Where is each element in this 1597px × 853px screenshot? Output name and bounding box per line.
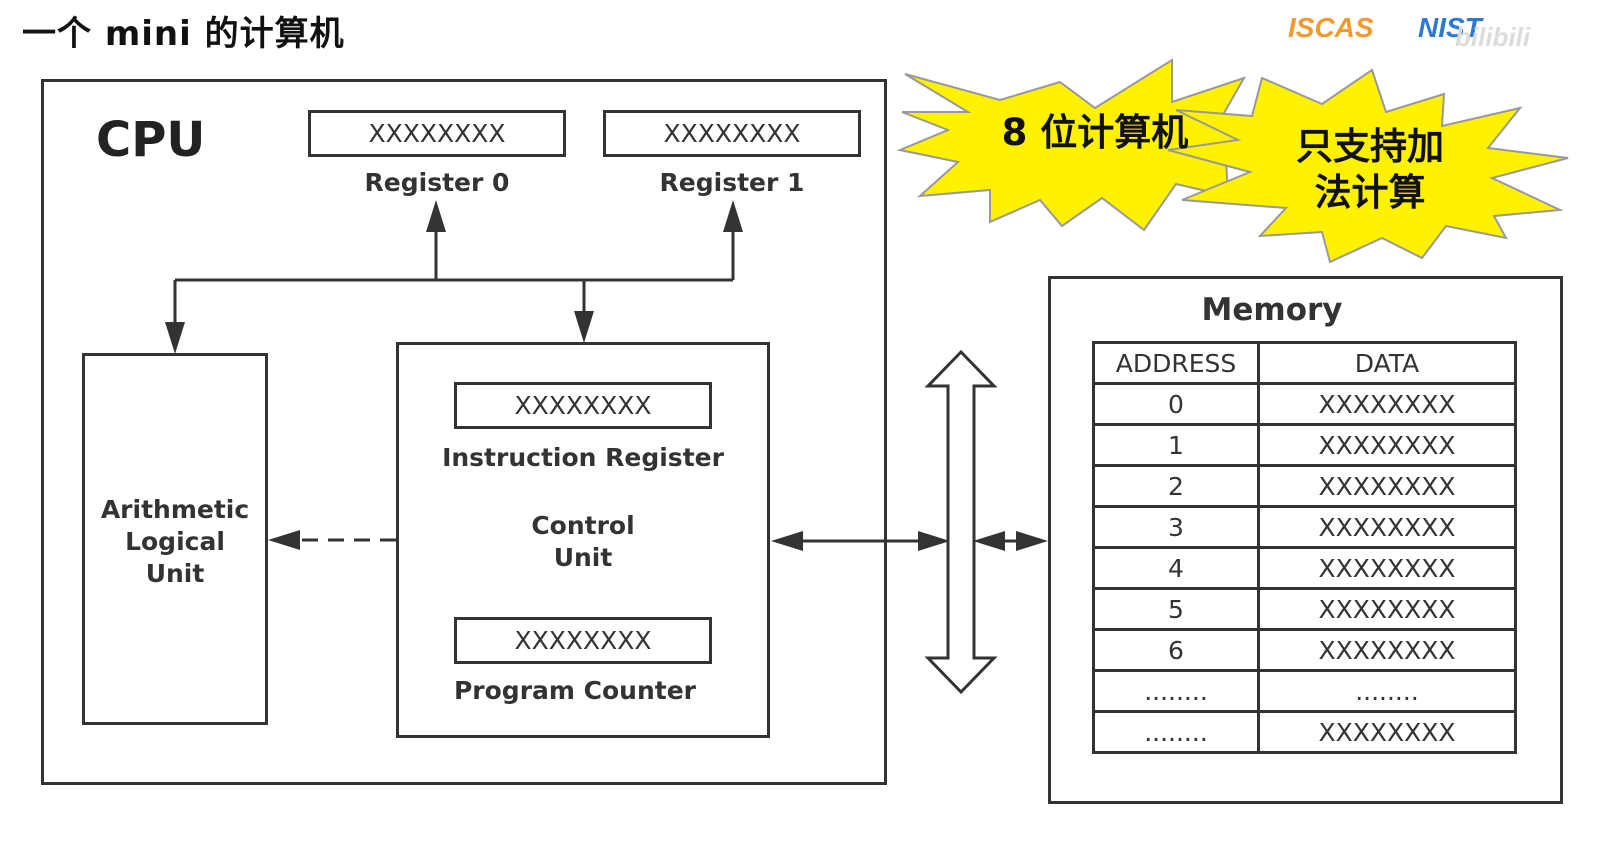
starburst-8-bit xyxy=(896,58,1263,232)
address-cell: 6 xyxy=(1092,628,1260,672)
data-cell: XXXXXXXX xyxy=(1257,546,1517,590)
data-cell: XXXXXXXX xyxy=(1257,382,1517,426)
iscas-logo: ISCAS xyxy=(1288,12,1374,43)
instruction-register-box: XXXXXXXX xyxy=(454,382,712,429)
burst-addition-text: 只支持加 法计算 xyxy=(1270,124,1470,216)
arrowhead-dashed-alu xyxy=(268,530,300,550)
table-row: ................ xyxy=(1092,669,1517,713)
arrowhead-bus-left xyxy=(918,531,950,551)
alu-line-1: Arithmetic xyxy=(100,495,250,524)
arrowhead-alu xyxy=(165,322,185,354)
memory-title: Memory xyxy=(1201,292,1343,328)
arrowhead-cu-left xyxy=(771,531,803,551)
address-cell: 2 xyxy=(1092,464,1260,508)
arrowhead-control-unit xyxy=(574,311,594,343)
arrowhead-register-0 xyxy=(426,200,446,232)
program-counter-label: Program Counter xyxy=(453,676,697,705)
burst-addition-line-1: 只支持加 xyxy=(1296,125,1444,168)
memory-header-row: ADDRESS DATA xyxy=(1092,341,1517,385)
arrowhead-bus-right xyxy=(973,531,1005,551)
control-unit-line-2: Unit xyxy=(553,543,613,572)
alu-box xyxy=(82,353,268,725)
alu-label: Arithmetic Logical Unit xyxy=(82,494,268,590)
alu-line-3: Unit xyxy=(145,559,205,588)
data-cell: XXXXXXXX xyxy=(1257,710,1517,754)
program-counter-box: XXXXXXXX xyxy=(454,617,712,664)
address-cell: ........ xyxy=(1092,669,1260,713)
burst-8-bit-text: 8 位计算机 xyxy=(1001,111,1189,154)
register-1-label: Register 1 xyxy=(659,168,805,197)
page-title: 一个 mini 的计算机 xyxy=(22,14,345,54)
system-bus-arrow xyxy=(924,349,998,695)
register-0-label: Register 0 xyxy=(364,168,510,197)
address-cell: 1 xyxy=(1092,423,1260,467)
control-unit-label: Control Unit xyxy=(396,510,770,574)
control-unit-line-1: Control xyxy=(531,511,635,540)
address-cell: 4 xyxy=(1092,546,1260,590)
register-1-box: XXXXXXXX xyxy=(603,110,861,157)
address-header: ADDRESS xyxy=(1092,341,1260,385)
cpu-label: CPU xyxy=(96,112,206,168)
starburst-addition-only xyxy=(1167,68,1569,264)
register-0-box: XXXXXXXX xyxy=(308,110,566,157)
data-cell: XXXXXXXX xyxy=(1257,464,1517,508)
data-header: DATA xyxy=(1257,341,1517,385)
address-cell: 3 xyxy=(1092,505,1260,549)
arrowhead-memory xyxy=(1016,531,1048,551)
data-cell: XXXXXXXX xyxy=(1257,628,1517,672)
burst-addition-line-2: 法计算 xyxy=(1314,171,1426,214)
nist-logo: NIST xyxy=(1418,12,1482,43)
table-row: ........XXXXXXXX xyxy=(1092,710,1517,754)
address-cell: 0 xyxy=(1092,382,1260,426)
bilibili-watermark: bilibili xyxy=(1455,22,1531,52)
alu-line-2: Logical xyxy=(125,527,225,556)
address-cell: ........ xyxy=(1092,710,1260,754)
data-cell: XXXXXXXX xyxy=(1257,423,1517,467)
data-cell: ........ xyxy=(1257,669,1517,713)
address-cell: 5 xyxy=(1092,587,1260,631)
instruction-register-label: Instruction Register xyxy=(442,443,724,472)
data-cell: XXXXXXXX xyxy=(1257,505,1517,549)
arrowhead-register-1 xyxy=(723,200,743,232)
data-cell: XXXXXXXX xyxy=(1257,587,1517,631)
